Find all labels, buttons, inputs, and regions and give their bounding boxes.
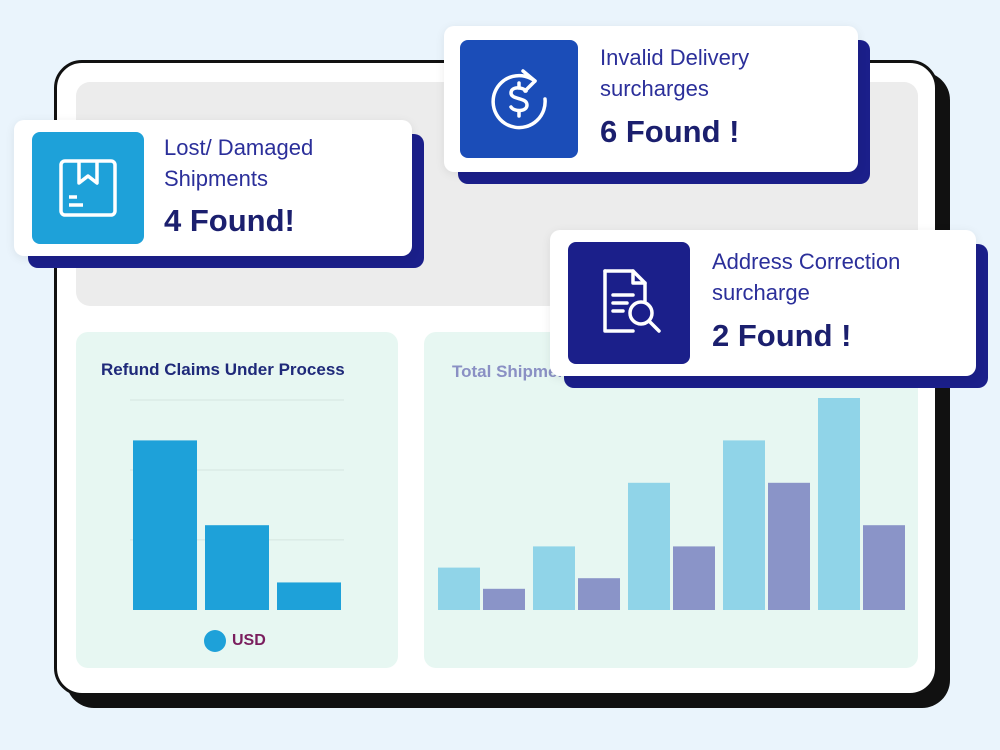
shipment-bar	[533, 546, 575, 610]
shipment-bar	[768, 482, 810, 610]
refund-claims-title: Refund Claims Under Process	[101, 360, 345, 379]
lost-card-label-line2: Shipments	[164, 166, 268, 191]
shipment-bar	[578, 578, 620, 610]
total-shipments-chart	[438, 398, 905, 610]
shipment-bar	[863, 525, 905, 610]
shipment-bar	[818, 398, 860, 610]
refund-bar	[133, 440, 197, 610]
address-card-label-line1: Address Correction	[712, 249, 901, 274]
legend-dot-icon	[204, 630, 226, 652]
refund-legend: USD	[204, 630, 266, 652]
address-correction-card[interactable]: Address Correction surcharge 2 Found !	[550, 230, 976, 376]
lost-damaged-card[interactable]: Lost/ Damaged Shipments 4 Found!	[14, 120, 412, 256]
address-card-label-line2: surcharge	[712, 280, 810, 305]
lost-card-label-line1: Lost/ Damaged	[164, 135, 314, 160]
package-icon	[32, 132, 144, 244]
invalid-card-label-line2: surcharges	[600, 76, 709, 101]
invalid-delivery-card[interactable]: Invalid Delivery surcharges 6 Found !	[444, 26, 858, 172]
invalid-card-count: 6 Found !	[600, 114, 740, 149]
refund-claims-chart	[130, 399, 344, 610]
lost-card-count: 4 Found!	[164, 203, 295, 238]
document-search-icon	[568, 242, 690, 364]
dollar-refresh-icon	[460, 40, 578, 158]
shipment-bar	[438, 567, 480, 610]
legend-label: USD	[232, 632, 266, 649]
refund-claims-panel	[76, 332, 398, 668]
refund-bar	[205, 525, 269, 610]
refund-bar	[277, 582, 341, 610]
invalid-card-label-line1: Invalid Delivery	[600, 45, 750, 70]
shipment-bar	[628, 482, 670, 610]
shipment-bar	[723, 440, 765, 610]
shipment-bar	[483, 588, 525, 610]
shipment-bar	[673, 546, 715, 610]
address-card-count: 2 Found !	[712, 318, 852, 353]
